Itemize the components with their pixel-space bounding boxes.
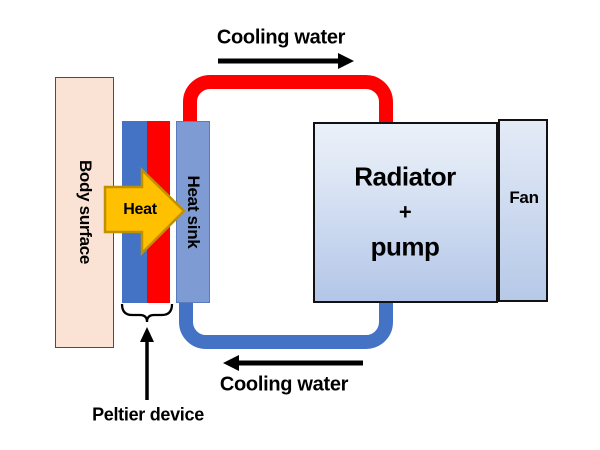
pump-line: pump	[370, 231, 440, 262]
heat-arrow	[103, 167, 186, 257]
peltier-device-label: Peltier device	[92, 404, 204, 425]
body-surface-label: Body surface	[76, 159, 95, 265]
fan-label: Fan	[509, 188, 539, 207]
radiator-pump-label: Radiator + pump	[354, 160, 456, 265]
cooling-water-bottom-label: Cooling water	[219, 373, 349, 396]
cooling-water-bottom-arrow	[223, 355, 363, 371]
heat-sink-label: Heat sink	[184, 175, 203, 249]
heat-label: Heat	[123, 201, 157, 218]
peltier-pointer-arrow	[140, 327, 154, 400]
cooling-water-top-arrow	[218, 53, 354, 69]
hot-water-pipe	[183, 75, 393, 124]
peltier-brace	[120, 303, 174, 323]
cooling-water-top-label: Cooling water	[216, 26, 346, 49]
fan-box	[498, 119, 548, 302]
radiator-line: Radiator	[354, 161, 456, 192]
cold-water-pipe	[179, 300, 393, 349]
plus-sign: +	[398, 199, 412, 225]
radiator-pump-box	[313, 122, 498, 303]
